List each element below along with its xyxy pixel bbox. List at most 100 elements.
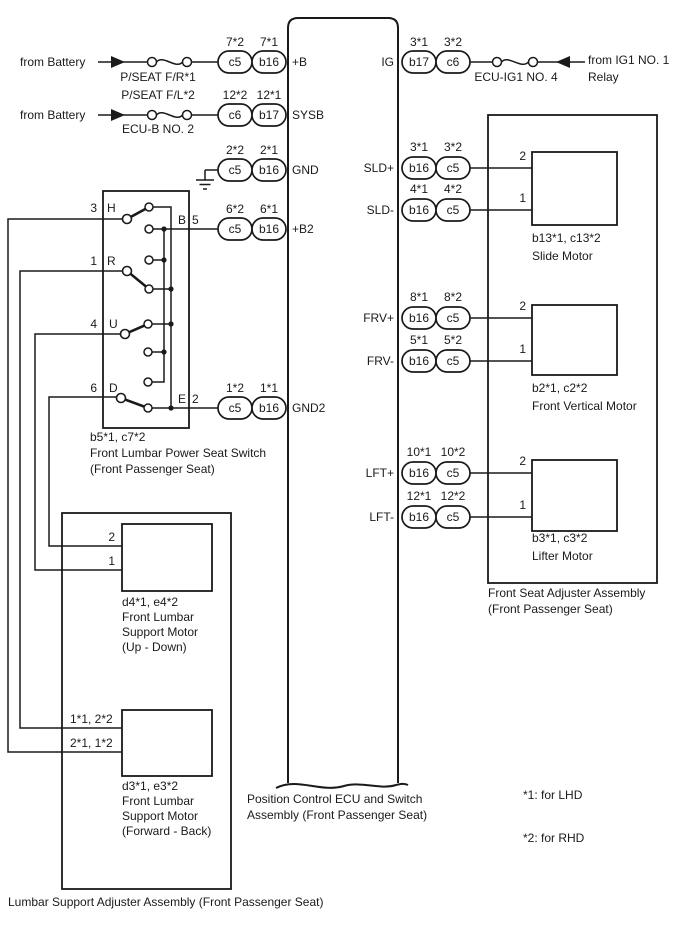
switch-contact (143, 377, 153, 387)
pin-number: 7*2 (226, 35, 244, 49)
motor-pin-number: 1 (519, 498, 526, 512)
slide-motor-name: Slide Motor (532, 249, 593, 263)
ecu-pin-label-frv-minus: FRV- (367, 354, 394, 368)
connector-code: c5 (447, 354, 460, 368)
connector-code: c5 (447, 161, 460, 175)
connector-code: b16 (409, 466, 429, 480)
switch-pivot (119, 328, 131, 340)
pin-number: 1*2 (226, 381, 244, 395)
pin-number: 3*1 (410, 35, 428, 49)
ecu-caption-line1: Position Control ECU and Switch (247, 792, 422, 806)
fuse-terminal-icon (527, 56, 539, 68)
ecu-pin-label-lft-plus: LFT+ (366, 466, 394, 480)
fuse-icon (500, 59, 530, 65)
motor-pin-number: 2*1, 1*2 (70, 736, 113, 750)
connector-pill (251, 50, 287, 74)
switch-pin-1: 1 (90, 254, 97, 268)
pin-number: 5*2 (444, 333, 462, 347)
pin-number: 3*1 (410, 140, 428, 154)
battery1-source-label: from Battery (20, 55, 85, 69)
front-vertical-motor-code: b2*1, c2*2 (532, 381, 588, 395)
connector-code: b16 (409, 203, 429, 217)
switch-terminal-e-pin: 2 (192, 392, 199, 406)
switch-name-line2: (Front Passenger Seat) (90, 462, 215, 476)
fuse-icon (155, 59, 184, 65)
pin-number: 2*1 (260, 143, 278, 157)
connector-code: b16 (409, 354, 429, 368)
switch-bus-b2 (152, 229, 165, 383)
pin-number: 12*2 (223, 88, 248, 102)
connector-pill (251, 158, 287, 182)
junction-dot (168, 286, 174, 292)
switch-pin-6: 6 (90, 381, 97, 395)
switch-position-r: R (107, 254, 116, 268)
connector-code: c5 (447, 510, 460, 524)
switch-position-d: D (109, 381, 118, 395)
fuse-terminal-icon (146, 56, 158, 68)
junction-dot (161, 349, 167, 355)
motor-pin-number: 2 (108, 530, 115, 544)
lumbar-fb-name2: Support Motor (122, 809, 198, 823)
ig-source-line2: Relay (588, 70, 619, 84)
connector-code: c5 (447, 466, 460, 480)
pin-number: 3*2 (444, 35, 462, 49)
pin-number: 1*1 (260, 381, 278, 395)
lumbar-ud-name2: Support Motor (122, 625, 198, 639)
ecu-pin-label-lft-minus: LFT- (369, 510, 394, 524)
switch-pin-3: 3 (90, 201, 97, 215)
pin-number: 8*2 (444, 290, 462, 304)
pin-number: 5*1 (410, 333, 428, 347)
connector-code: c5 (229, 55, 242, 69)
lumbar-ud-motor-box (121, 523, 213, 592)
wire-switch-r-to-lumbar-fb (19, 270, 123, 729)
pin-number: 2*2 (226, 143, 244, 157)
connector-code: c6 (229, 108, 242, 122)
lumbar-ud-name3: (Up - Down) (122, 640, 187, 654)
switch-contact (143, 347, 153, 357)
slide-motor-code: b13*1, c13*2 (532, 231, 601, 245)
connector-code: c5 (229, 401, 242, 415)
front-vertical-motor-name: Front Vertical Motor (532, 399, 637, 413)
motor-pin-number: 2 (519, 149, 526, 163)
switch-contact (144, 202, 154, 212)
ecu-pin-label-sysb: SYSB (292, 108, 324, 122)
switch-bus-e (153, 206, 172, 408)
fuse-terminal-icon (146, 109, 158, 121)
ecu-pin-label-b2: +B2 (292, 222, 314, 236)
fuse-icon (155, 112, 184, 118)
front-seat-assembly-box (487, 114, 658, 584)
switch-name-line1: Front Lumbar Power Seat Switch (90, 446, 266, 460)
connector-code: c5 (447, 203, 460, 217)
junction-dot (161, 257, 167, 263)
lumbar-assembly-box (61, 512, 232, 890)
wire-switch-u-to-lumbar-ud (34, 333, 122, 571)
motor-pin-number: 1 (108, 554, 115, 568)
lumbar-fb-name1: Front Lumbar (122, 794, 194, 808)
ecu-pin-label-sld-minus: SLD- (367, 203, 394, 217)
motor-pin-number: 2 (519, 299, 526, 313)
fuse-name-lhd: P/SEAT F/R*1 (120, 70, 196, 84)
connector-code: b16 (259, 55, 279, 69)
junction-dot (168, 321, 174, 327)
connector-code: c5 (447, 311, 460, 325)
fuse-name: ECU-B NO. 2 (122, 122, 194, 136)
switch-terminal-b: B (178, 213, 186, 227)
arrow-left-icon (556, 56, 570, 68)
note-lhd: *1: for LHD (523, 788, 583, 802)
lumbar-ud-code: d4*1, e4*2 (122, 595, 178, 609)
ground-icon (196, 170, 214, 190)
ecu-pin-label-gnd: GND (292, 163, 319, 177)
motor-pin-number: 1 (519, 342, 526, 356)
switch-terminal-b-pin: 5 (192, 213, 199, 227)
pin-number: 12*1 (407, 489, 432, 503)
connector-pill (251, 217, 287, 241)
pin-number: 4*1 (410, 182, 428, 196)
ecu-trunk-wavy-bottom (275, 782, 409, 789)
lumbar-ud-name1: Front Lumbar (122, 610, 194, 624)
switch-position-h: H (107, 201, 116, 215)
ig-source-line1: from IG1 NO. 1 (588, 53, 670, 67)
pin-number: 6*1 (260, 202, 278, 216)
fuse-name: ECU-IG1 NO. 4 (474, 70, 558, 84)
pin-number: 12*2 (441, 489, 466, 503)
